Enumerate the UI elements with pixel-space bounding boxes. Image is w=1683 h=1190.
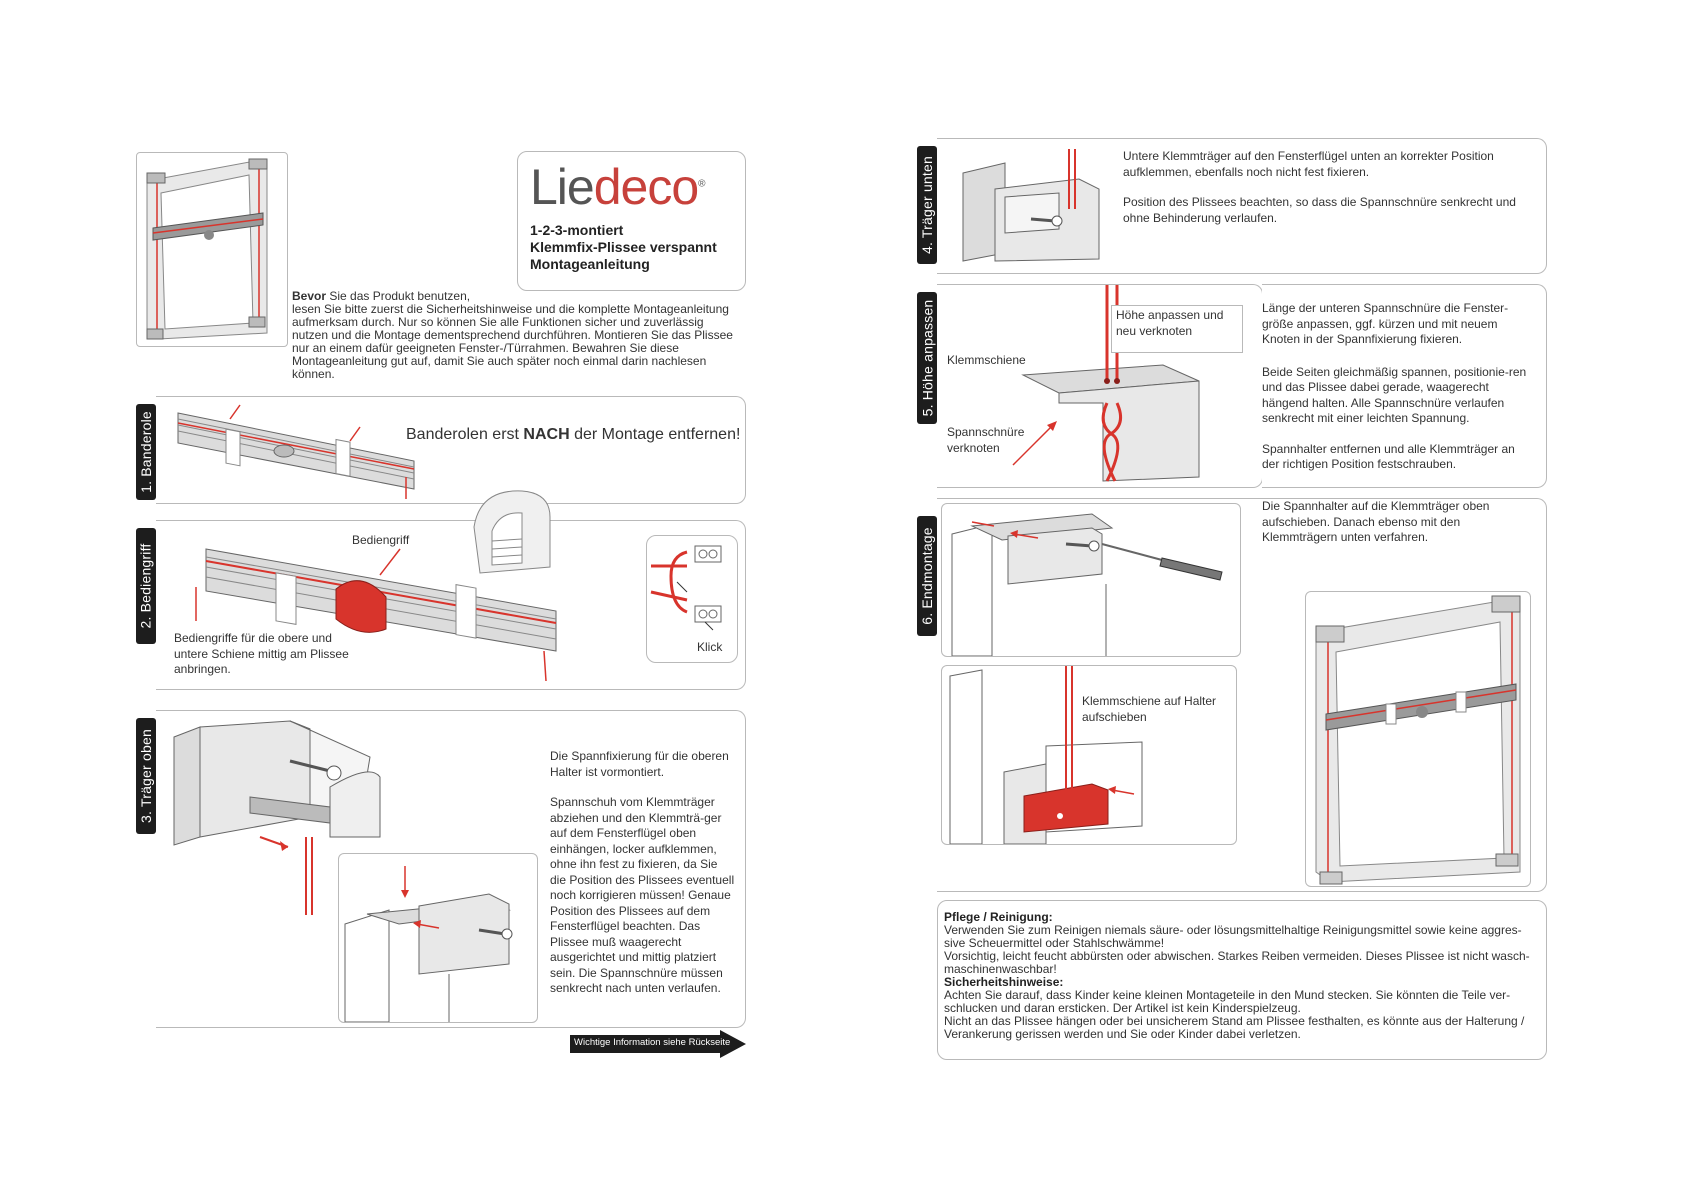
label-slide: Klemmschiene auf Halter aufschieben: [1082, 694, 1217, 724]
care-safety-text: Pflege / Reinigung: Verwenden Sie zum Re…: [944, 911, 1540, 1041]
care-text-2: Vorsichtig, leicht feucht abbürsten oder…: [944, 949, 1530, 976]
tab-step-2-label: 2. Bediengriff: [138, 543, 155, 629]
step-6-panel: Klemmschiene auf Halter aufschieben Die …: [937, 498, 1547, 892]
slide-detail-box: Klemmschiene auf Halter aufschieben: [941, 665, 1237, 845]
step-4-p2: Position des Plissees beachten, so dass …: [1123, 195, 1516, 225]
height-box: Höhe anpassen und neu verknoten: [1111, 305, 1243, 353]
arrow-note-shape: [570, 1030, 746, 1058]
height-adjust-illustration: [1012, 285, 1200, 482]
brand-logo: Liedeco®: [530, 158, 706, 216]
safety-text-2: Nicht an das Plissee hängen oder bei uns…: [944, 1014, 1525, 1041]
step-1-panel: Banderolen erst NACH der Montage entfern…: [156, 396, 746, 504]
upper-bracket-illustration: [173, 720, 381, 915]
step-2-text: Bediengriffe für die obere und untere Sc…: [174, 631, 349, 676]
step-5-illustration-panel: Klemmschiene Spannschnüre verknoten Höhe…: [937, 284, 1263, 488]
screw-detail-box: [941, 503, 1241, 657]
intro-text: Bevor Sie das Produkt benutzen, lesen Si…: [292, 290, 742, 381]
header-title: 1-2-3-montiert Klemmfix-Plissee verspann…: [530, 222, 717, 273]
logo-suffix: deco: [593, 159, 699, 215]
step-1-text-before: Banderolen erst: [406, 426, 524, 443]
intro-rest: Sie das Produkt benutzen,: [326, 289, 471, 303]
step-3-p2: Spannschuh vom Klemmträger abziehen und …: [550, 795, 735, 995]
click-detail-illustration: [650, 545, 722, 631]
label-klick: Klick: [697, 640, 723, 654]
safety-text-1: Achten Sie darauf, dass Kinder keine kle…: [944, 988, 1511, 1015]
header-line-1: 1-2-3-montiert: [530, 222, 624, 238]
step-2-panel: Bediengriff Bediengriffe für die obere u…: [156, 490, 746, 690]
rail-grip-illustration: [195, 548, 557, 682]
step-3-panel: Die Spannfixierung für die oberen Halter…: [156, 710, 746, 1028]
arrow-note-text: Wichtige Information siehe Rückseite: [574, 1037, 731, 1048]
slide-detail-illustration: [949, 666, 1143, 844]
final-window-box: [1305, 591, 1531, 887]
step-5-text: Länge der unteren Spannschnüre die Fenst…: [1262, 301, 1534, 473]
care-heading: Pflege / Reinigung:: [944, 910, 1053, 924]
logo-registered: ®: [698, 178, 705, 190]
tab-step-6-label: 6. Endmontage: [919, 527, 935, 625]
tab-step-2: 2. Bediengriff: [136, 528, 156, 644]
tab-step-4-label: 4. Träger unten: [919, 156, 936, 254]
step-5-p2: Beide Seiten gleichmäßig spannen, positi…: [1262, 364, 1527, 426]
step-3-p1: Die Spannfixierung für die oberen Halter…: [550, 749, 729, 779]
step-3-text: Die Spannfixierung für die oberen Halter…: [550, 749, 736, 997]
tab-step-5-label: 5. Höhe anpassen: [919, 299, 935, 417]
step-1-text-bold: NACH: [523, 426, 570, 443]
grip-detail-illustration: [473, 490, 551, 574]
window-illustration-panel: [136, 152, 288, 347]
tab-step-1: 1. Banderole: [136, 404, 156, 500]
label-klemmschiene: Klemmschiene: [947, 353, 1026, 367]
intro-body: lesen Sie bitte zuerst die Sicherheitshi…: [292, 302, 733, 381]
tab-step-3: 3. Träger oben: [136, 718, 156, 834]
click-detail-box: Klick: [646, 535, 738, 663]
step-1-text: Banderolen erst NACH der Montage entfern…: [406, 425, 740, 445]
intro-bold: Bevor: [292, 289, 327, 303]
rail-banderole-illustration: [177, 404, 415, 499]
step-5-text-panel: Länge der unteren Spannschnüre die Fenst…: [1262, 284, 1547, 488]
care-text-1: Verwenden Sie zum Reinigen niemals säure…: [944, 923, 1522, 950]
label-spannschnuere: Spannschnüre verknoten: [947, 425, 1025, 455]
header-box: Liedeco® 1-2-3-montiert Klemmfix-Plissee…: [517, 151, 746, 291]
step-4-p1: Untere Klemmträger auf den Fensterflügel…: [1123, 149, 1494, 179]
tab-step-4: 4. Träger unten: [917, 146, 937, 264]
step-5-p3: Spannhalter entfernen und alle Klemmträg…: [1262, 441, 1515, 472]
upper-bracket-detail-box: [338, 853, 538, 1023]
step-5-p1: Länge der unteren Spannschnüre die Fenst…: [1262, 301, 1509, 346]
care-safety-box: Pflege / Reinigung: Verwenden Sie zum Re…: [937, 900, 1547, 1060]
header-line-2: Klemmfix-Plissee verspannt: [530, 239, 717, 255]
step-6-text: Die Spannhalter auf die Klemmträger oben…: [1262, 499, 1490, 544]
step-4-text: Untere Klemmträger auf den Fensterflügel…: [1123, 149, 1535, 226]
label-bediengriff: Bediengriff: [352, 533, 410, 547]
tab-step-5: 5. Höhe anpassen: [917, 292, 937, 424]
tab-step-1-label: 1. Banderole: [138, 411, 155, 493]
tab-step-3-label: 3. Träger oben: [138, 729, 154, 823]
lower-bracket-illustration: [962, 149, 1100, 262]
step-1-text-after: der Montage entfernen!: [569, 426, 741, 443]
header-line-3: Montageanleitung: [530, 256, 650, 272]
step-4-panel: Untere Klemmträger auf den Fensterflügel…: [937, 138, 1547, 274]
final-window-illustration: [1315, 595, 1521, 885]
safety-heading: Sicherheitshinweise:: [944, 975, 1064, 989]
window-illustration: [146, 158, 268, 340]
height-box-text: Höhe anpassen und neu verknoten: [1116, 308, 1224, 338]
screw-detail-illustration: [951, 513, 1223, 656]
tab-step-6: 6. Endmontage: [917, 516, 937, 636]
upper-bracket-detail-illustration: [344, 866, 513, 1022]
logo-prefix: Lie: [530, 159, 595, 215]
